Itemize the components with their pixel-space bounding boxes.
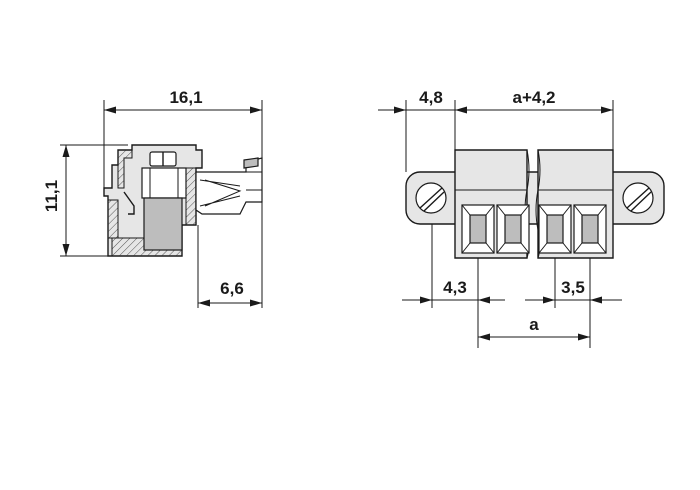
dimension-label-pitch: 3,5: [561, 278, 585, 297]
dimension-body-width: a+4,2: [455, 88, 613, 114]
dimension-overall-length: 16,1: [104, 88, 262, 114]
dimension-pitch: 3,5: [525, 278, 622, 304]
side-view: 16,1 11,1 6,6: [42, 88, 263, 308]
dimension-first-pin-offset: 4,3: [402, 278, 505, 304]
right-flange-screw-icon: [622, 182, 654, 214]
wire-entry-1: [461, 204, 495, 254]
dimension-label-first-pin-offset: 4,3: [443, 278, 467, 297]
dimension-label-height: 11,1: [42, 180, 61, 212]
dimension-label-flange-offset: 4,8: [419, 88, 443, 107]
wire-entry-4: [573, 204, 607, 254]
wire-entry-3: [538, 204, 572, 254]
dimension-flange-offset: 4,8: [378, 88, 467, 114]
front-connector-body: [405, 149, 665, 259]
dimension-tail-length: 6,6: [198, 279, 262, 307]
dimension-label-body-width: a+4,2: [512, 88, 555, 107]
dimension-pin-span: a: [478, 315, 590, 341]
side-connector-body: [103, 144, 263, 257]
dimension-height: 11,1: [42, 145, 70, 256]
dimension-label-pin-span: a: [529, 315, 539, 334]
wire-entry-2: [496, 204, 530, 254]
dimension-label-tail-length: 6,6: [220, 279, 244, 298]
dimension-label-overall-length: 16,1: [169, 88, 202, 107]
front-view: 4,8 a+4,2 4,3 3,5 a: [378, 88, 665, 348]
left-flange-screw-icon: [415, 182, 447, 214]
